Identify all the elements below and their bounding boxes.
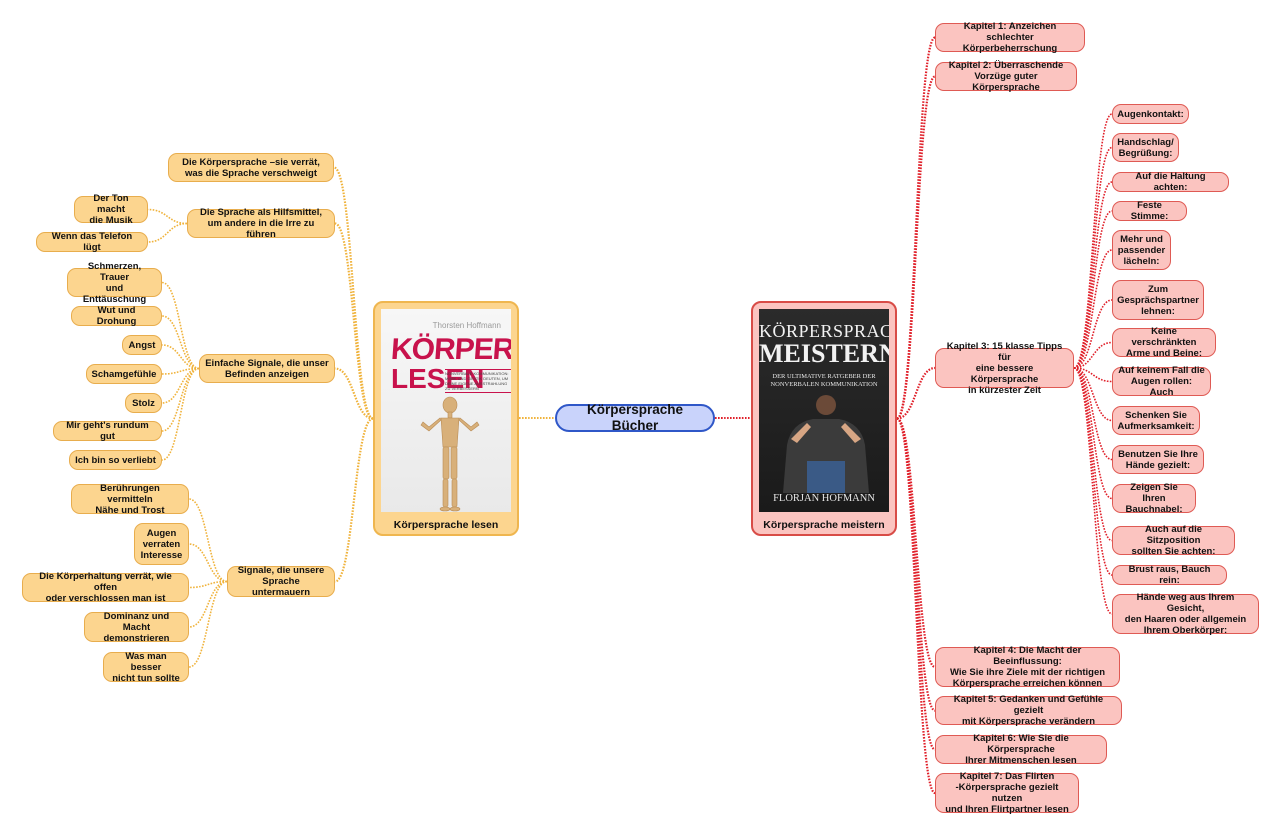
node-einfache-signale[interactable]: Einfache Signale, die unser Befinden anz… [199, 354, 335, 383]
node-tip-gesicht[interactable]: Hände weg aus Ihrem Gesicht, den Haaren … [1112, 592, 1259, 636]
node-tip-stimme[interactable]: Feste Stimme: [1112, 200, 1187, 222]
node-telefon-luegt[interactable]: Wenn das Telefon lügt [36, 231, 148, 253]
book-cover-image: Thorsten Hoffmann KÖRPERSPRACHE LESEN NO… [381, 309, 511, 512]
connector-line [1073, 210, 1113, 369]
node-signale-untermauern[interactable]: Signale, die unsere Sprache untermauern [227, 565, 335, 598]
node-rundum-gut[interactable]: Mir geht's rundum gut [53, 420, 162, 442]
node-tip-haltung[interactable]: Auf die Haltung achten: [1112, 171, 1229, 193]
node-besser-nicht[interactable]: Was man besser nicht tun sollte [103, 651, 189, 684]
node-koerpersprache-verraet[interactable]: Die Körpersprache –sie verrät, was die S… [168, 153, 334, 182]
connector-line [1073, 299, 1113, 369]
connector-line [188, 580, 228, 628]
connector-line [188, 498, 228, 583]
connector-line [161, 281, 200, 370]
node-schamgefuehle[interactable]: Schamgefühle [86, 364, 162, 384]
connector-line [895, 417, 937, 669]
man-figure-icon [783, 395, 869, 493]
node-tip-brust-raus[interactable]: Brust raus, Bauch rein: [1112, 564, 1227, 586]
book-caption: Körpersprache meistern [763, 519, 885, 531]
connector-line [1073, 367, 1113, 422]
connector-line [895, 417, 937, 751]
book-koerpersprache-lesen[interactable]: Thorsten Hoffmann KÖRPERSPRACHE LESEN NO… [373, 301, 519, 536]
node-sprache-hilfsmittel[interactable]: Die Sprache als Hilfsmittel, um andere i… [187, 207, 335, 240]
connector-line [161, 315, 200, 370]
connector-line [895, 75, 937, 420]
node-ton-macht-musik[interactable]: Der Ton macht die Musik [74, 193, 148, 226]
connector-line [334, 417, 374, 583]
connector-line [161, 367, 200, 461]
node-kapitel-4[interactable]: Kapitel 4: Die Macht der Beeinflussung: … [935, 645, 1120, 689]
cover-subtitle: NONVERBALE KOMMUNIKATION: MIMIK UND GEST… [445, 369, 511, 393]
node-beruehrungen[interactable]: Berührungen vermitteln Nähe und Trost [71, 483, 189, 516]
connector-line [333, 166, 374, 420]
node-dominanz[interactable]: Dominanz und Macht demonstrieren [84, 611, 189, 644]
connector-line [1073, 181, 1113, 369]
connector-line [161, 367, 200, 432]
connector-line [334, 367, 374, 420]
node-tip-aufmerksamkeit[interactable]: Schenken Sie Aufmerksamkeit: [1112, 406, 1200, 435]
node-tip-laecheln[interactable]: Mehr und passender lächeln: [1112, 230, 1171, 270]
node-kapitel-1[interactable]: Kapitel 1: Anzeichen schlechter Körperbe… [935, 21, 1085, 54]
central-topic[interactable]: Körpersprache Bücher [555, 402, 715, 433]
cover-subtitle: DER ULTIMATIVE RATGEBER DER NONVERBALEN … [770, 373, 878, 388]
connector-line [188, 543, 228, 583]
connector-line [1073, 367, 1113, 461]
connector-line [896, 366, 936, 420]
node-wut-drohung[interactable]: Wut und Drohung [71, 305, 162, 327]
cover-title: KÖRPERSPRACHE [389, 333, 511, 366]
connector-line [1073, 113, 1113, 369]
connector-line [1073, 367, 1113, 576]
wooden-mannequin-icon [420, 396, 480, 512]
node-tip-bauchnabel[interactable]: Zeigen Sie Ihren Bauchnabel: [1112, 482, 1196, 515]
connector-line [161, 367, 200, 404]
connector-line [1073, 367, 1113, 615]
node-tip-verschraenkt[interactable]: Keine verschränkten Arme und Beine: [1112, 326, 1216, 359]
connector-line [895, 417, 937, 795]
connector-line [1073, 341, 1113, 369]
book-koerpersprache-meistern[interactable]: KÖRPERSPRACHE MEISTERN DER ULTIMATIVE RA… [751, 301, 897, 536]
connector-line [1073, 367, 1113, 500]
node-stolz[interactable]: Stolz [125, 393, 162, 413]
node-kapitel-5[interactable]: Kapitel 5: Gedanken und Gefühle gezielt … [935, 694, 1122, 727]
node-tip-haende[interactable]: Benutzen Sie Ihre Hände gezielt: [1112, 445, 1204, 474]
node-kapitel-7[interactable]: Kapitel 7: Das Flirten -Körpersprache ge… [935, 771, 1079, 815]
connector-line [1073, 249, 1113, 369]
node-tip-augen-rollen[interactable]: Auf keinem Fall die Augen rollen: Auch [1112, 365, 1211, 398]
node-verliebt[interactable]: Ich bin so verliebt [69, 450, 162, 470]
cover-title: KÖRPERSPRACHE [759, 321, 889, 341]
node-kapitel-6[interactable]: Kapitel 6: Wie Sie die Körpersprache Ihr… [935, 733, 1107, 766]
book-caption: Körpersprache lesen [393, 519, 499, 531]
node-schmerzen[interactable]: Schmerzen, Trauer und Enttäuschung [67, 261, 162, 305]
book-cover-image: KÖRPERSPRACHE MEISTERN DER ULTIMATIVE RA… [759, 309, 889, 512]
cover-author: Thorsten Hoffmann [432, 321, 501, 330]
connector-line [147, 222, 188, 243]
cover-title-2: LESEN [391, 363, 485, 394]
connector-line [188, 580, 228, 668]
connector-line [334, 222, 374, 420]
connector-line [147, 208, 188, 225]
node-angst[interactable]: Angst [122, 335, 162, 355]
node-koerperhaltung[interactable]: Die Körperhaltung verrät, wie offen oder… [22, 571, 189, 604]
node-kapitel-3[interactable]: Kapitel 3: 15 klasse Tipps für eine bess… [935, 341, 1074, 396]
cover-title-2: MEISTERN [759, 339, 889, 368]
node-tip-augenkontakt[interactable]: Augenkontakt: [1112, 104, 1189, 124]
connector-line [895, 417, 937, 712]
node-tip-handschlag[interactable]: Handschlag/ Begrüßung: [1112, 133, 1179, 162]
node-tip-sitzposition[interactable]: Auch auf die Sitzposition sollten Sie ac… [1112, 524, 1235, 557]
node-tip-lehnen[interactable]: Zum Gesprächspartner lehnen: [1112, 280, 1204, 320]
node-augen-interesse[interactable]: Augen verraten Interesse [134, 523, 189, 565]
cover-author: FLORJAN HOFMANN [773, 493, 875, 504]
node-kapitel-2[interactable]: Kapitel 2: Überraschende Vorzüge guter K… [935, 60, 1077, 93]
